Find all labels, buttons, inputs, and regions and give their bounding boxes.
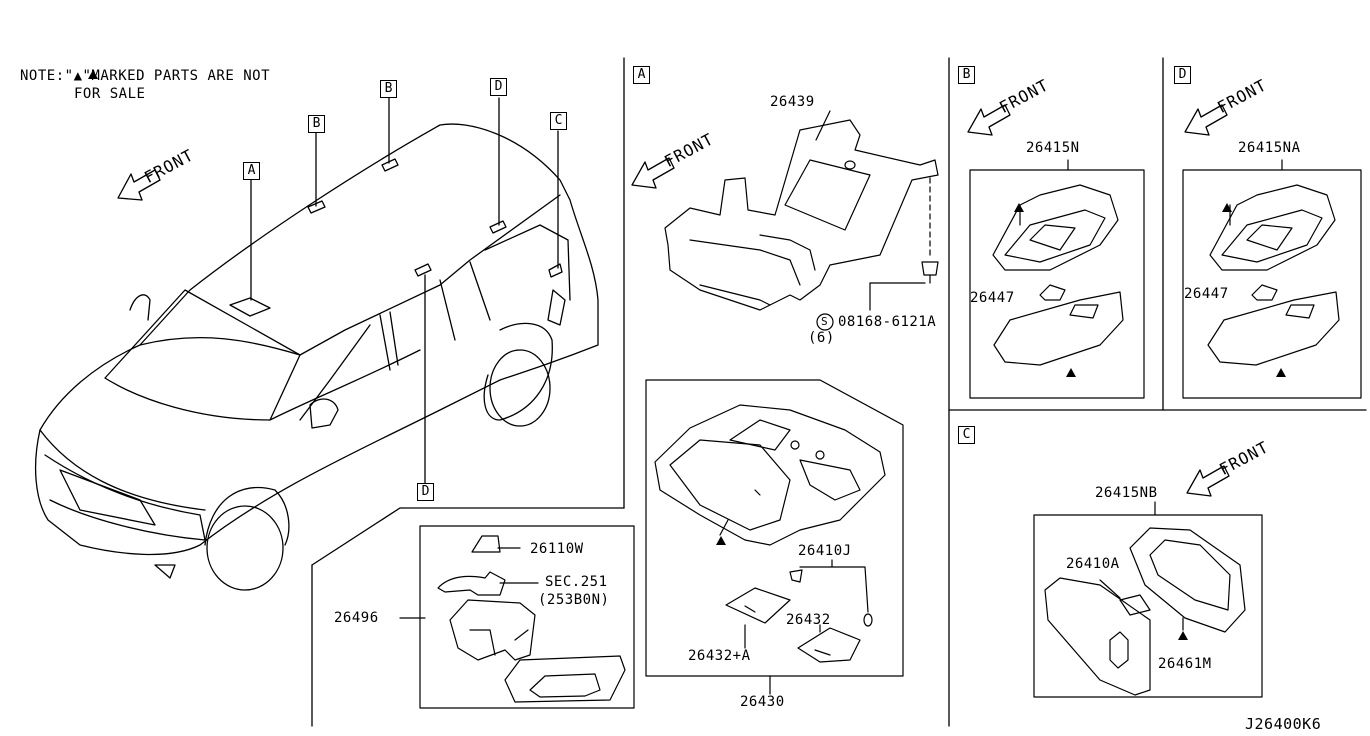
front-arrow-vehicle	[117, 169, 161, 201]
callout-b-vehicle-1[interactable]: B	[308, 115, 325, 133]
part-26461M[interactable]: 26461M	[1158, 656, 1212, 672]
callout-d-vehicle-1[interactable]: D	[490, 78, 507, 96]
front-arrow-a	[631, 157, 675, 189]
section-b-label: B	[958, 66, 975, 84]
section-c-label: C	[958, 426, 975, 444]
callout-b-vehicle-2[interactable]: B	[380, 80, 397, 98]
room-lamp-26415NA	[1182, 159, 1362, 399]
front-arrow-c	[1186, 465, 1230, 497]
diagram-id: J26400K6	[1245, 715, 1322, 733]
part-26415N[interactable]: 26415N	[1026, 140, 1080, 156]
section-d-label: D	[1174, 66, 1191, 84]
part-26415NB[interactable]: 26415NB	[1095, 485, 1158, 501]
section-ref-sec251[interactable]: SEC.251	[545, 574, 608, 590]
vehicle-outline	[34, 97, 599, 591]
part-26432A[interactable]: 26432+A	[688, 648, 751, 664]
part-26410A[interactable]: 26410A	[1066, 556, 1120, 572]
note-line-2: FOR SALE	[74, 86, 146, 102]
section-a-label: A	[633, 66, 650, 84]
bolt-symbol: S	[821, 315, 829, 328]
part-26447-d[interactable]: 26447	[1184, 286, 1229, 302]
callout-c-vehicle[interactable]: C	[550, 112, 567, 130]
switch-assembly-26496	[399, 525, 635, 709]
part-26447-b[interactable]: 26447	[970, 290, 1015, 306]
part-26415NA[interactable]: 26415NA	[1238, 140, 1301, 156]
front-arrow-b	[967, 104, 1011, 136]
front-arrow-d	[1184, 104, 1228, 136]
console-26430	[654, 404, 886, 663]
part-26439[interactable]: 26439	[770, 94, 815, 110]
panel-borders	[311, 57, 1367, 727]
note-line-1: NOTE:"▲"MARKED PARTS ARE NOT	[20, 68, 271, 84]
room-lamp-26415N	[969, 159, 1145, 399]
console-26430-frame	[645, 379, 904, 695]
part-26496[interactable]: 26496	[334, 610, 379, 626]
callout-d-vehicle-2[interactable]: D	[417, 483, 434, 501]
room-lamp-26415NB	[1033, 501, 1263, 698]
part-26430[interactable]: 26430	[740, 694, 785, 710]
bracket-26439	[664, 110, 939, 331]
part-08168-6121A[interactable]: 08168-6121A	[838, 314, 937, 330]
part-26432[interactable]: 26432	[786, 612, 831, 628]
part-26410J[interactable]: 26410J	[798, 543, 852, 559]
part-26110W[interactable]: 26110W	[530, 541, 584, 557]
callout-a-vehicle[interactable]: A	[243, 162, 260, 180]
part-08168-qty: (6)	[808, 330, 835, 346]
not-for-sale-markers	[88, 70, 1286, 640]
section-ref-253B0N: (253B0N)	[538, 592, 610, 608]
